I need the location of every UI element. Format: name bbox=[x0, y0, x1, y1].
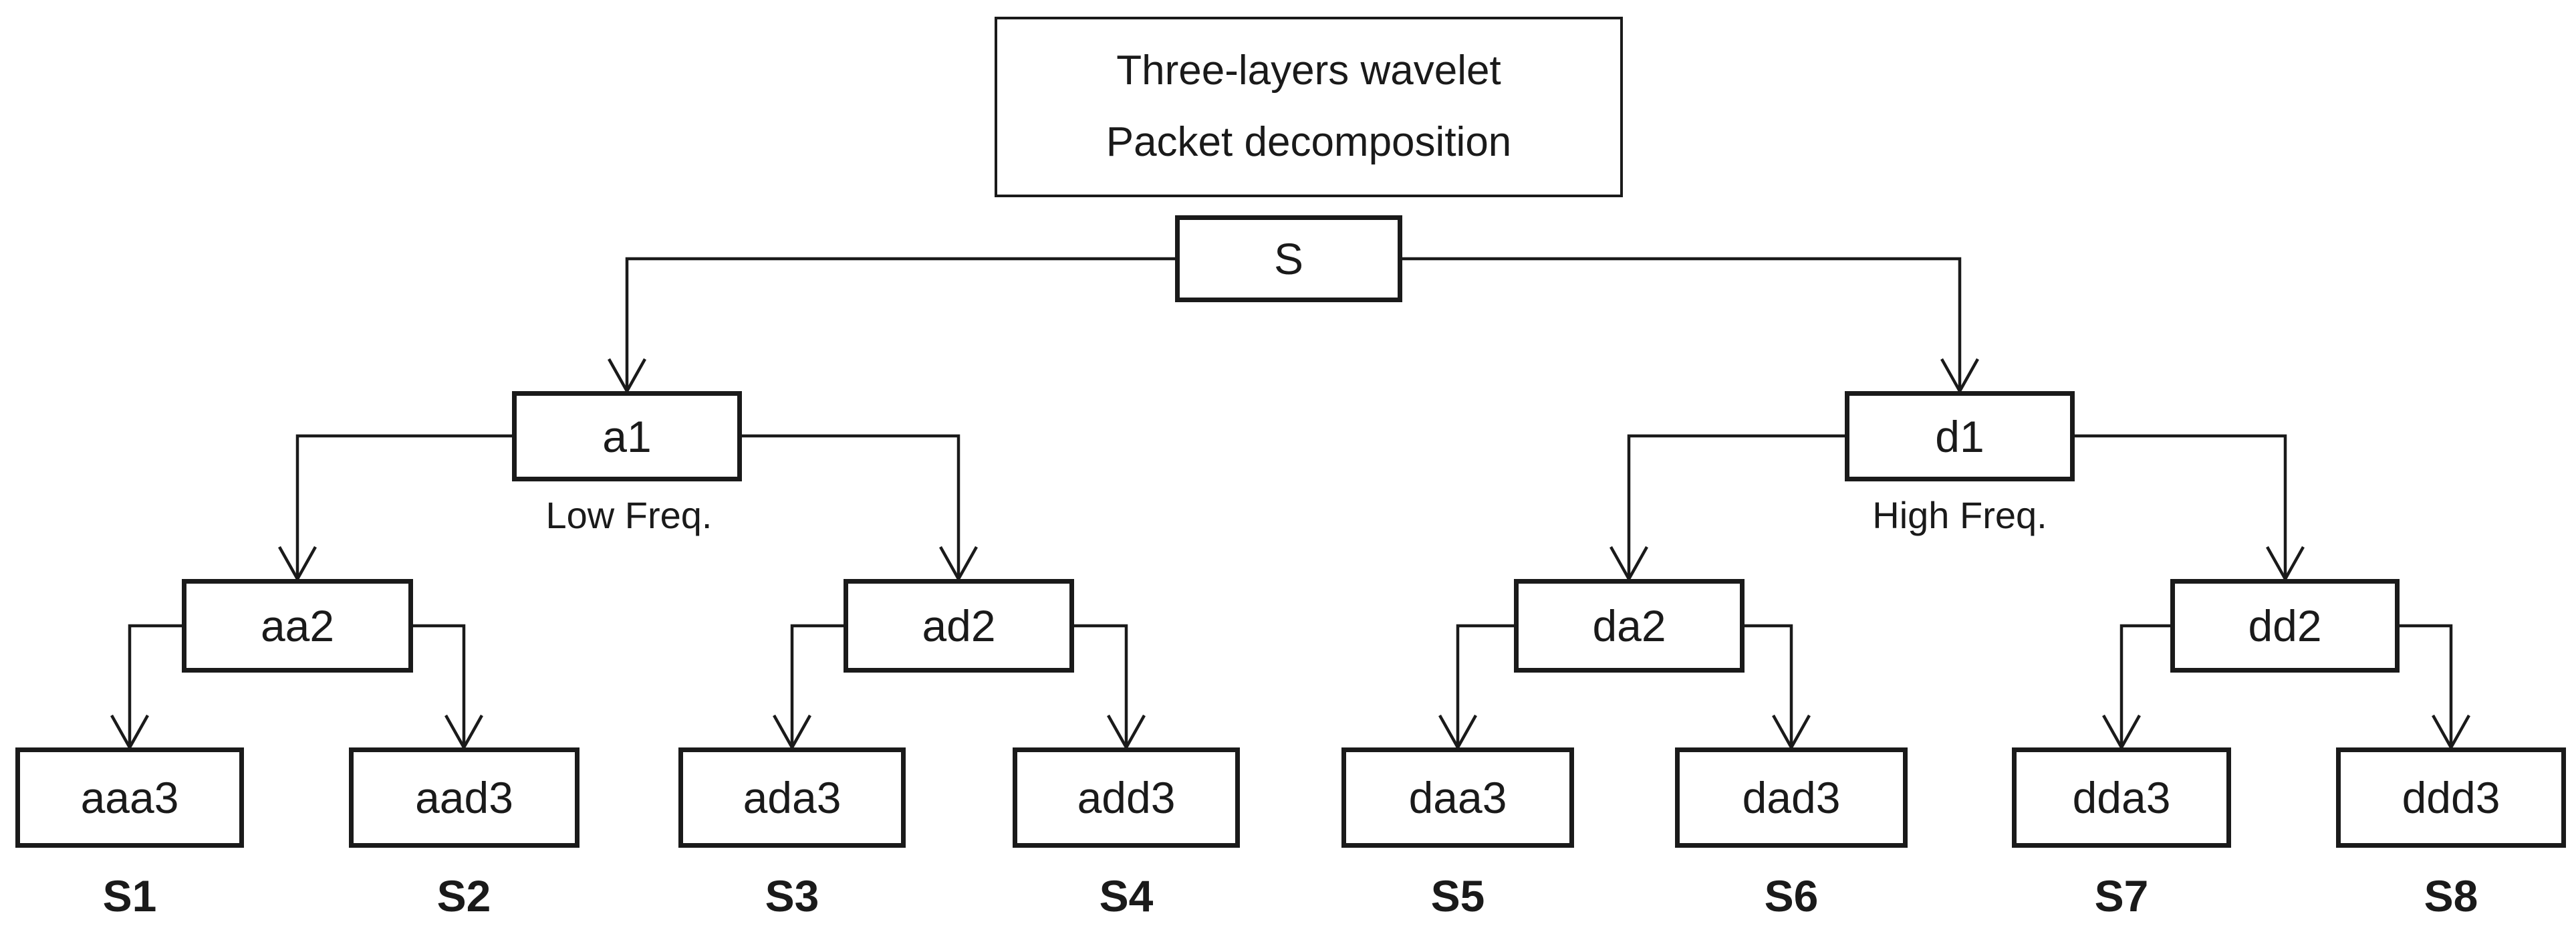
signal-label-s5: S5 bbox=[1430, 871, 1485, 921]
low-freq-annotation: Low Freq. bbox=[545, 493, 713, 536]
node-dd2: dd2 bbox=[2170, 579, 2400, 673]
diagram-title-line1: Three-layers wavelet bbox=[1116, 47, 1501, 94]
connector-s-a1 bbox=[608, 257, 1175, 394]
signal-label-s6: S6 bbox=[1764, 871, 1819, 921]
arrowhead-icon bbox=[939, 546, 978, 582]
node-label: aa2 bbox=[260, 601, 335, 651]
arrowhead-icon bbox=[278, 546, 317, 582]
arrowhead-icon bbox=[2266, 546, 2305, 582]
connector-dd2-ddd3 bbox=[2400, 624, 2470, 751]
node-label: dad3 bbox=[1742, 773, 1841, 822]
signal-label-s1: S1 bbox=[102, 871, 157, 921]
arrowhead-icon bbox=[1609, 546, 1648, 582]
node-label: S bbox=[1273, 234, 1304, 283]
node-label: daa3 bbox=[1408, 773, 1507, 822]
node-label: a1 bbox=[602, 411, 652, 461]
signal-label-s2: S2 bbox=[436, 871, 491, 921]
signal-label-s4: S4 bbox=[1099, 871, 1154, 921]
connector-aa2-aaa3 bbox=[110, 624, 182, 751]
arrowhead-icon bbox=[110, 714, 149, 751]
node-ddd3: ddd3 bbox=[2336, 747, 2566, 848]
node-ad2: ad2 bbox=[844, 579, 1074, 673]
arrowhead-icon bbox=[1772, 714, 1811, 751]
high-freq-annotation: High Freq. bbox=[1872, 493, 2047, 536]
node-label: ad2 bbox=[922, 601, 996, 651]
arrowhead-icon bbox=[2102, 714, 2141, 751]
node-label: dda3 bbox=[2072, 773, 2171, 822]
node-label: aaa3 bbox=[80, 773, 179, 822]
connector-da2-daa3 bbox=[1438, 624, 1514, 751]
arrowhead-icon bbox=[1940, 358, 1979, 394]
node-dad3: dad3 bbox=[1675, 747, 1908, 848]
signal-label-s8: S8 bbox=[2424, 871, 2478, 921]
node-root-s: S bbox=[1175, 215, 1402, 302]
arrowhead-icon bbox=[608, 358, 646, 394]
arrowhead-icon bbox=[773, 714, 811, 751]
connector-s-d1 bbox=[1402, 257, 1979, 394]
arrowhead-icon bbox=[2432, 714, 2470, 751]
node-da2: da2 bbox=[1514, 579, 1745, 673]
connector-da2-dad3 bbox=[1745, 624, 1811, 751]
connector-ad2-ada3 bbox=[773, 624, 844, 751]
arrowhead-icon bbox=[1438, 714, 1477, 751]
node-d1: d1 bbox=[1845, 391, 2075, 481]
diagram-title-box: Three-layers wavelet Packet decompositio… bbox=[995, 17, 1623, 197]
node-aad3: aad3 bbox=[349, 747, 579, 848]
signal-label-s3: S3 bbox=[765, 871, 819, 921]
connector-ad2-add3 bbox=[1074, 624, 1146, 751]
connector-dd2-dda3 bbox=[2102, 624, 2170, 751]
node-label: dd2 bbox=[2248, 601, 2322, 651]
node-label: d1 bbox=[1935, 411, 1984, 461]
signal-label-s7: S7 bbox=[2094, 871, 2149, 921]
node-label: ddd3 bbox=[2402, 773, 2500, 822]
node-add3: add3 bbox=[1013, 747, 1240, 848]
node-label: aad3 bbox=[415, 773, 513, 822]
node-daa3: daa3 bbox=[1341, 747, 1574, 848]
arrowhead-icon bbox=[1107, 714, 1146, 751]
node-dda3: dda3 bbox=[2012, 747, 2231, 848]
node-label: add3 bbox=[1077, 773, 1176, 822]
node-label: ada3 bbox=[743, 773, 842, 822]
connector-aa2-aad3 bbox=[413, 624, 483, 751]
node-aaa3: aaa3 bbox=[15, 747, 244, 848]
node-a1: a1 bbox=[512, 391, 742, 481]
node-aa2: aa2 bbox=[182, 579, 413, 673]
arrowhead-icon bbox=[444, 714, 483, 751]
diagram-title-line2: Packet decomposition bbox=[1106, 119, 1512, 165]
node-ada3: ada3 bbox=[678, 747, 906, 848]
node-label: da2 bbox=[1592, 601, 1666, 651]
